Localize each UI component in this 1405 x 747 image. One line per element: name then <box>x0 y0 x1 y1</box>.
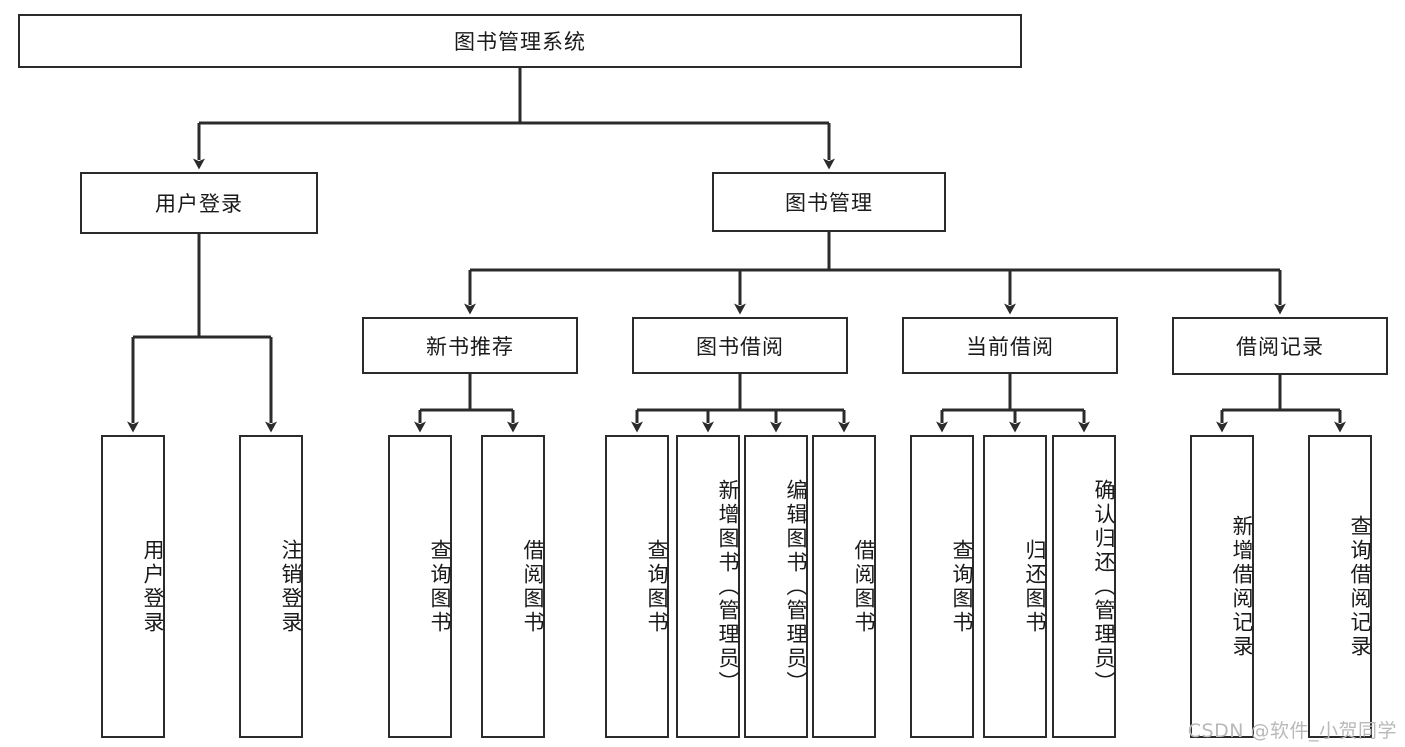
node-borrow-record-label: 借阅记录 <box>1236 335 1324 359</box>
node-leaf-query-book-1-label: 查询图书 <box>428 538 452 635</box>
node-root[interactable]: 图书管理系统 <box>18 14 1022 68</box>
node-book-borrow[interactable]: 图书借阅 <box>632 317 848 374</box>
node-current-borrow[interactable]: 当前借阅 <box>902 317 1118 374</box>
node-leaf-add-book[interactable]: 新增图书（管理员） <box>676 435 740 738</box>
node-leaf-query-book-3[interactable]: 查询图书 <box>910 435 974 738</box>
node-user-login[interactable]: 用户登录 <box>80 172 318 234</box>
node-leaf-borrow-book-1-label: 借阅图书 <box>521 538 545 635</box>
node-leaf-add-book-label: 新增图书（管理员） <box>716 478 740 695</box>
node-leaf-user-logout-label: 注销登录 <box>279 538 303 635</box>
node-leaf-confirm-return-label: 确认归还（管理员） <box>1092 478 1116 695</box>
node-current-borrow-label: 当前借阅 <box>966 334 1054 359</box>
node-leaf-borrow-book-2-label: 借阅图书 <box>852 538 876 635</box>
node-leaf-return-book[interactable]: 归还图书 <box>983 435 1047 738</box>
node-book-manage[interactable]: 图书管理 <box>712 172 946 232</box>
node-leaf-query-book-2[interactable]: 查询图书 <box>605 435 669 738</box>
node-borrow-record[interactable]: 借阅记录 <box>1172 317 1388 375</box>
node-leaf-query-book-1[interactable]: 查询图书 <box>388 435 452 738</box>
node-leaf-return-book-label: 归还图书 <box>1023 538 1047 635</box>
node-root-label: 图书管理系统 <box>454 30 586 54</box>
node-book-borrow-label: 图书借阅 <box>696 334 784 359</box>
node-leaf-user-login[interactable]: 用户登录 <box>101 435 165 738</box>
node-book-manage-label: 图书管理 <box>785 191 873 215</box>
node-new-book-rec-label: 新书推荐 <box>426 334 514 359</box>
watermark: CSDN @软件_小贺同学 <box>1187 720 1397 742</box>
node-leaf-edit-book[interactable]: 编辑图书（管理员） <box>744 435 808 738</box>
node-leaf-add-record[interactable]: 新增借阅记录 <box>1190 435 1254 738</box>
node-leaf-add-record-label: 新增借阅记录 <box>1230 514 1254 659</box>
node-leaf-edit-book-label: 编辑图书（管理员） <box>784 478 808 695</box>
node-leaf-confirm-return[interactable]: 确认归还（管理员） <box>1052 435 1116 738</box>
node-leaf-borrow-book-1[interactable]: 借阅图书 <box>481 435 545 738</box>
node-leaf-user-logout[interactable]: 注销登录 <box>239 435 303 738</box>
node-leaf-user-login-label: 用户登录 <box>141 538 165 635</box>
node-leaf-query-book-2-label: 查询图书 <box>645 538 669 635</box>
node-new-book-rec[interactable]: 新书推荐 <box>362 317 578 374</box>
node-leaf-query-record-label: 查询借阅记录 <box>1348 514 1372 659</box>
node-leaf-borrow-book-2[interactable]: 借阅图书 <box>812 435 876 738</box>
node-leaf-query-record[interactable]: 查询借阅记录 <box>1308 435 1372 738</box>
node-user-login-label: 用户登录 <box>155 192 243 216</box>
node-leaf-query-book-3-label: 查询图书 <box>950 538 974 635</box>
